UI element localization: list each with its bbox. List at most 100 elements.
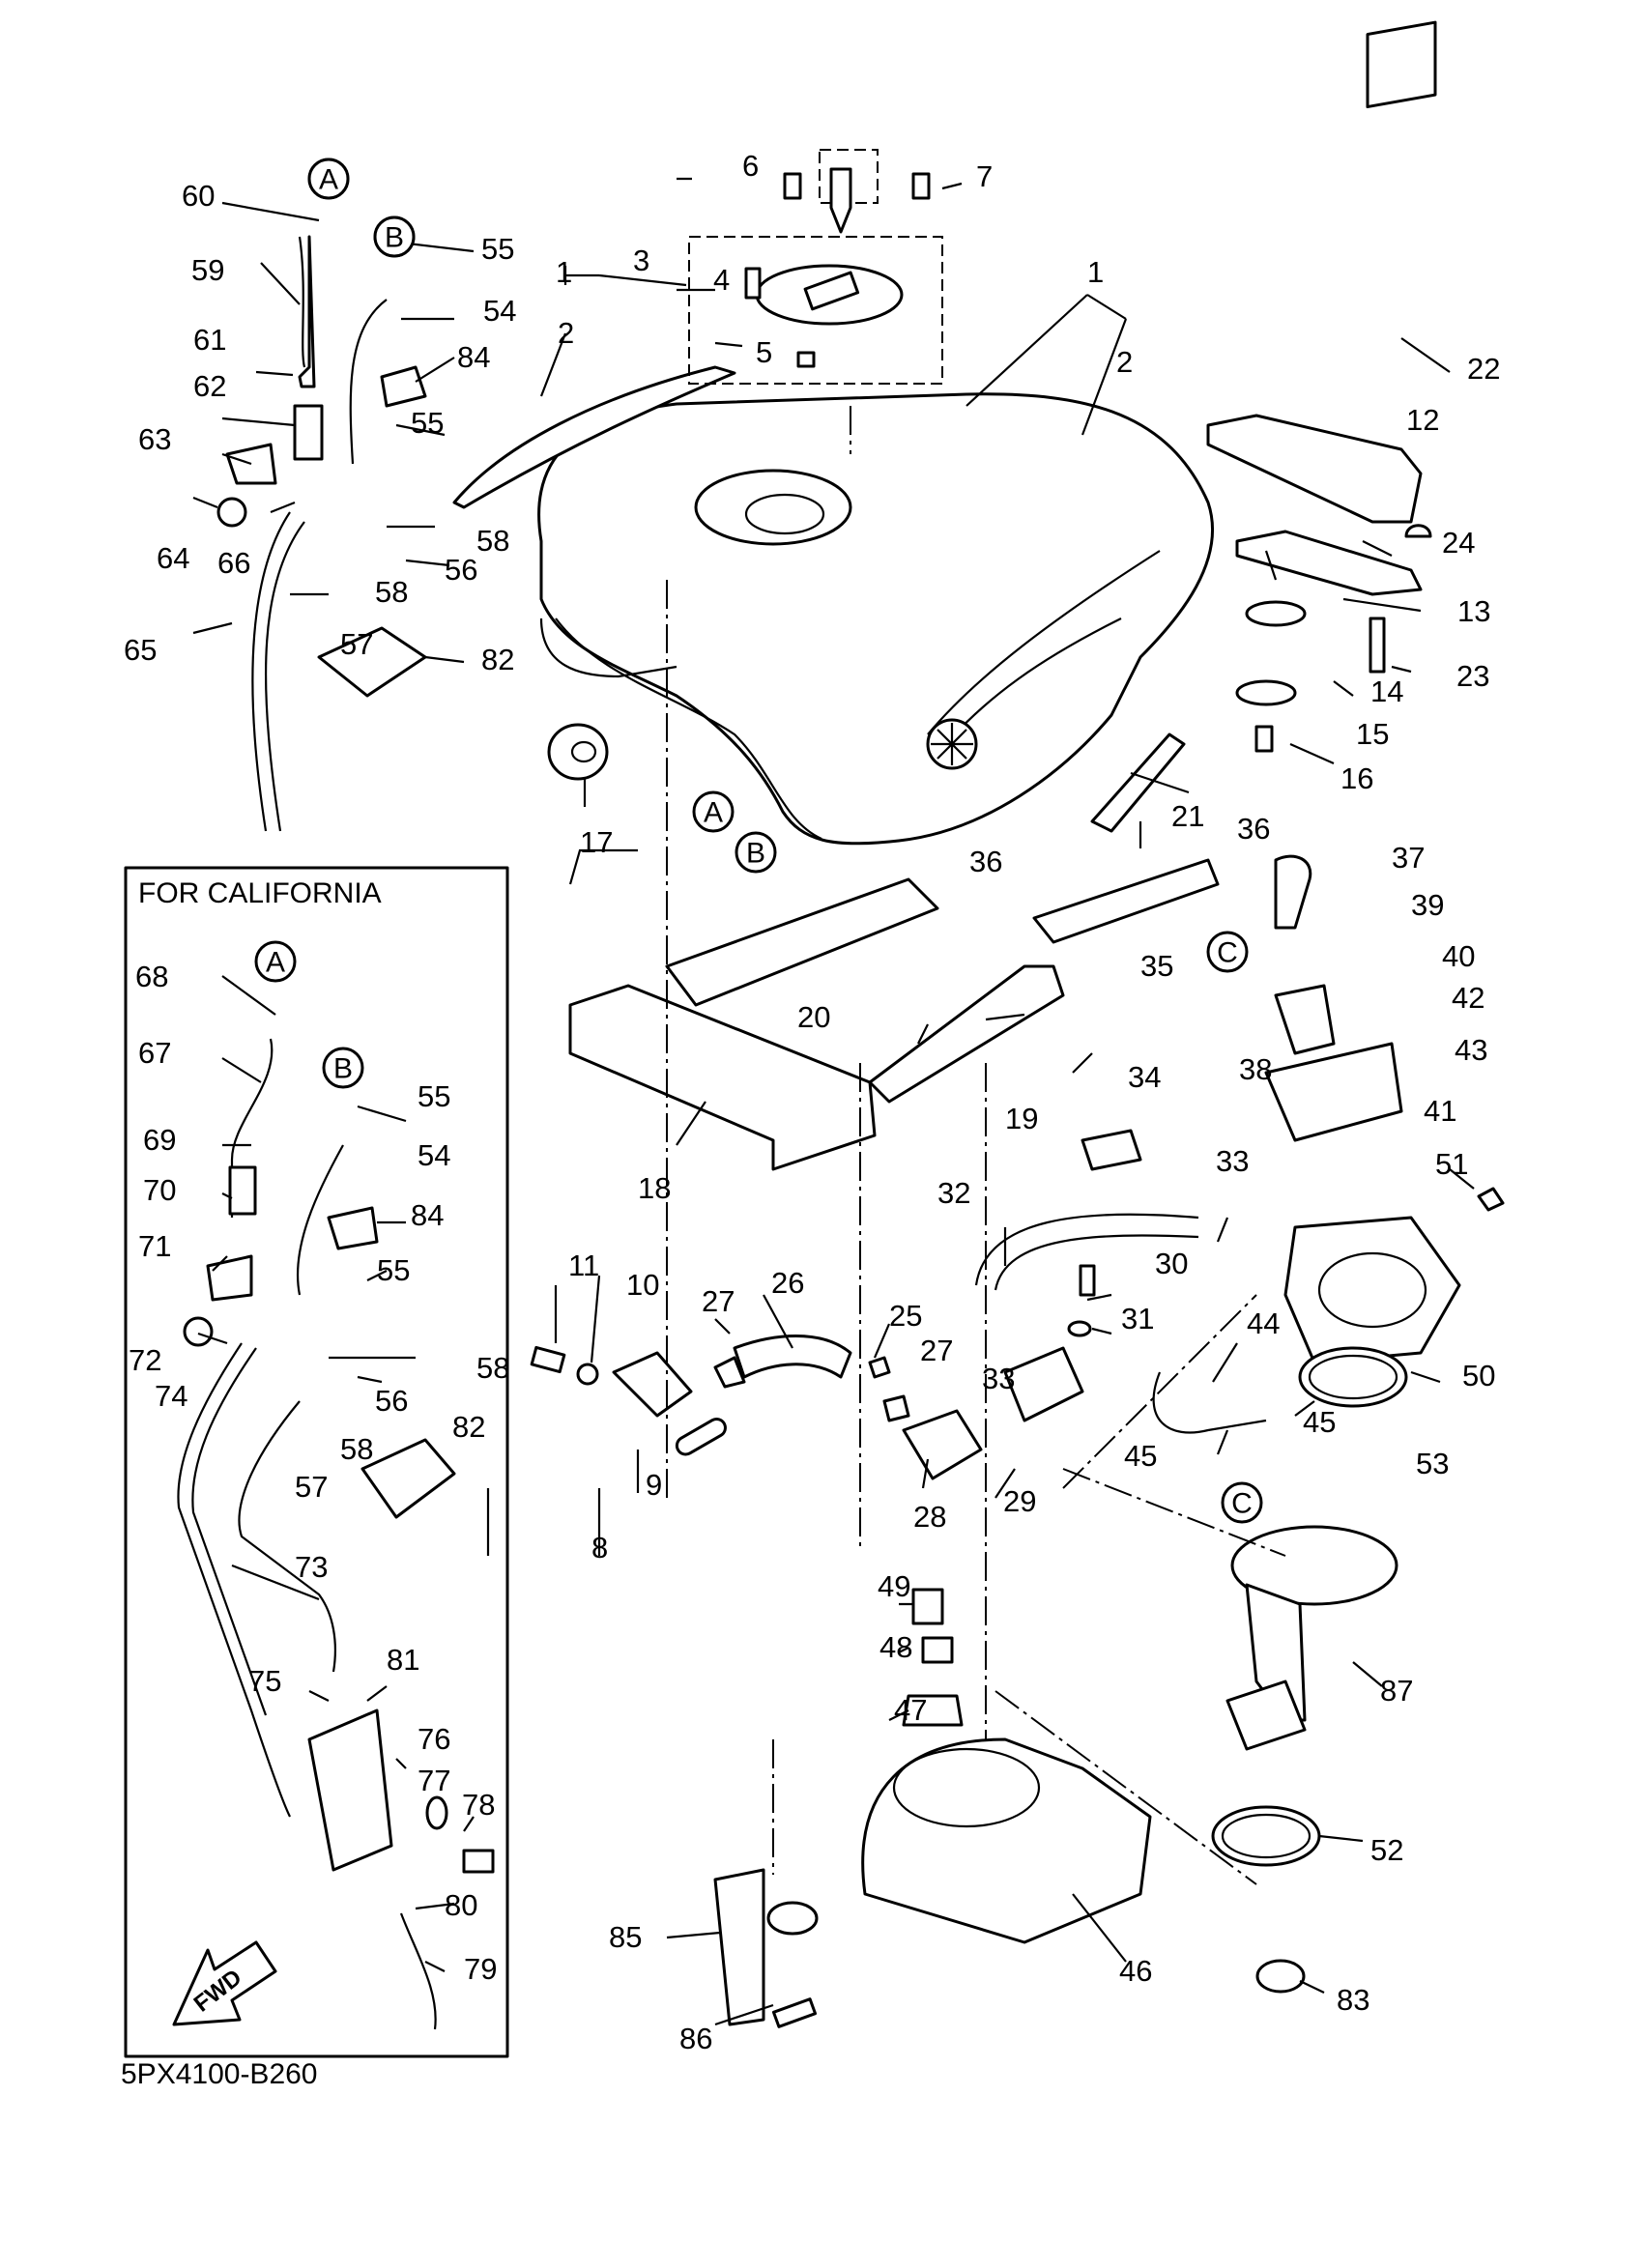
part-label-10: 10 [626,1268,659,1302]
part-label-54: 54 [418,1138,450,1172]
assembly-line-center [666,406,861,1546]
part-label-18: 18 [638,1171,671,1205]
vent-hoses-upper-left [216,158,427,832]
part-label-68: 68 [135,960,168,993]
part-label-64: 64 [157,541,189,575]
part-label-75: 75 [248,1664,281,1698]
part-label-17: 17 [580,825,613,859]
california-label: FOR CALIFORNIA [138,877,382,909]
part-label-9: 9 [646,1468,662,1502]
part-label-58: 58 [340,1432,373,1466]
part-label-84: 84 [457,340,490,374]
part-label-28: 28 [913,1500,946,1534]
part-label-56: 56 [375,1384,408,1418]
part-label-45: 45 [1124,1439,1157,1473]
clip-84 [380,365,427,408]
part-label-12: 12 [1406,403,1439,437]
part-label-60: 60 [182,179,215,213]
valve-29 [1003,1346,1084,1422]
part-label-42: 42 [1452,981,1484,1015]
tank-pad-18 [568,984,877,1171]
part-label-30: 30 [1155,1247,1188,1280]
stud-23 [1369,617,1386,674]
part-label-8: 8 [591,1531,608,1565]
part-label-81: 81 [387,1643,419,1677]
part-label-85: 85 [609,1920,642,1954]
part-label-51: 51 [1435,1147,1468,1181]
part-label-82: 82 [452,1410,485,1444]
callout-b-tank [735,831,777,874]
part-label-1: 1 [1087,255,1104,289]
fuel-pump-group [713,1187,1505,2028]
part-label-33: 33 [1216,1144,1249,1178]
part-label-83: 83 [1337,1983,1369,2017]
part-label-55: 55 [411,406,444,440]
part-label-47: 47 [894,1693,927,1727]
part-label-78: 78 [462,1788,495,1822]
tank-strip-21 [1090,732,1186,833]
part-label-65: 65 [124,633,157,667]
part-label-6: 6 [742,149,759,183]
part-label-72: 72 [129,1343,161,1377]
part-label-35: 35 [1140,949,1173,983]
part-label-36: 36 [969,845,1002,878]
part-label-52: 52 [1370,1833,1403,1867]
gasket-9 [675,1418,727,1456]
part-label-41: 41 [1424,1094,1456,1128]
assembly-line-pump [1062,1294,1286,1557]
gasket-53 [1298,1346,1408,1408]
part-label-61: 61 [193,323,226,357]
valve-28 [902,1409,983,1480]
part-label-31: 31 [1121,1302,1154,1335]
leader-lines [192,177,1475,2026]
part-label-55: 55 [418,1079,450,1113]
part-label-5: 5 [756,335,772,369]
damper-14 [1245,600,1307,627]
bracket-85 [713,1868,765,2026]
tank-pad-20 [665,877,939,1007]
part-label-43: 43 [1455,1033,1487,1067]
callout-c-pump-label: C [1231,1488,1253,1520]
holder-34 [1081,1129,1142,1171]
part-label-58: 58 [375,575,408,609]
part-label-22: 22 [1467,352,1500,386]
part-label-63: 63 [138,422,171,456]
fuel-tank [537,392,1214,846]
callout-a-tank-label: A [704,797,723,829]
part-label-58: 58 [476,524,509,558]
part-label-36: 36 [1237,812,1270,846]
callout-a-cal [254,940,297,983]
part-label-59: 59 [191,253,224,287]
part-label-27: 27 [920,1334,953,1367]
part-label-14: 14 [1370,675,1403,708]
bracket-41 [1264,1042,1403,1142]
part-label-73: 73 [295,1550,328,1584]
fuel-filter-62 [293,404,324,461]
tank-pad-19 [868,964,1065,1104]
callout-c-valve [1206,931,1249,973]
callout-b-top [373,215,416,258]
fwd-arrow [172,1940,277,2026]
part-label-57: 57 [295,1470,328,1504]
callout-a-cal-label: A [266,947,285,979]
part-label-38: 38 [1239,1052,1272,1086]
diagram-code: 5PX4100-B260 [121,2058,318,2090]
part-label-13: 13 [1457,594,1490,628]
part-label-27: 27 [702,1284,735,1318]
part-label-74: 74 [155,1379,187,1413]
assembly-line-base [994,1690,1257,1885]
part-label-1: 1 [556,255,572,289]
callout-b-cal [322,1047,364,1089]
fuel-cap-assembly [688,149,943,385]
part-label-67: 67 [138,1036,171,1070]
california-parts [172,1038,495,2030]
cover-12 [1206,414,1423,524]
part-label-45: 45 [1303,1405,1336,1439]
fuel-cock-group [530,854,1403,1480]
part-label-39: 39 [1411,888,1444,922]
part-label-21: 21 [1171,799,1204,833]
part-label-40: 40 [1442,939,1475,973]
part-label-2: 2 [558,316,574,350]
part-label-26: 26 [771,1266,804,1300]
part-label-54: 54 [483,294,516,328]
